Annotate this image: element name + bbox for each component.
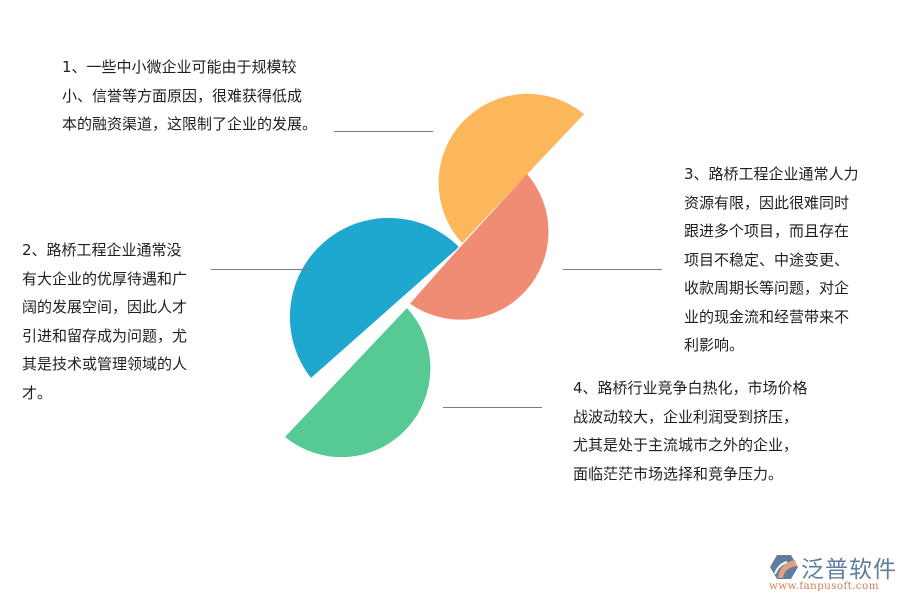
leader-line-1 <box>334 131 433 132</box>
text-block-2: 2、路桥工程企业通常没 有大企业的优厚待遇和广 阔的发展空间，因此人才 引进和留… <box>22 236 187 407</box>
text-line: 尤其是处于主流城市之外的企业， <box>573 436 799 454</box>
leader-line-3 <box>563 269 662 270</box>
text-line: 资源有限，因此很难同时 <box>684 193 850 212</box>
text-block-4: 4、路桥行业竞争白热化，市场价格 战波动较大，企业利润受到挤压， 尤其是处于主流… <box>573 374 808 488</box>
logo-hexagon-icon <box>770 555 798 579</box>
logo-url-text: www.fanpusoft.com <box>769 580 879 592</box>
text-line: 面临茫茫市场选择和竞争压力。 <box>573 464 784 483</box>
text-line: 业的现金流和经营带来不 <box>684 307 850 326</box>
logo-brand-text: 泛普软件 <box>801 557 897 583</box>
text-line: 本的融资渠道，这限制了企业的发展。 <box>62 115 318 133</box>
leader-line-2 <box>211 269 310 270</box>
brand-logo: 泛普软件 www.fanpusoft.com <box>765 548 897 594</box>
text-line: 阔的发展空间，因此人才 <box>22 298 188 316</box>
petal-salmon <box>409 174 549 320</box>
text-line: 才。 <box>22 383 53 402</box>
text-line: 战波动较大，企业利润受到挤压， <box>573 407 799 426</box>
petal-orange <box>438 93 584 244</box>
text-line: 收款周期长等问题，对企 <box>684 279 850 297</box>
petal-green <box>285 308 431 458</box>
text-line: 3、路桥工程企业通常人力 <box>684 165 859 183</box>
text-line: 2、路桥工程企业通常没 <box>22 241 182 259</box>
text-line: 项目不稳定、中途变更、 <box>684 250 850 269</box>
text-line: 有大企业的优厚待遇和广 <box>22 269 188 288</box>
text-line: 跟进多个项目，而且存在 <box>684 222 850 240</box>
petal-blue <box>289 217 459 378</box>
text-line: 引进和留存成为问题，尤 <box>22 326 188 345</box>
text-block-1: 1、一些中小微企业可能由于规模较 小、信誉等方面原因，很难获得低成 本的融资渠道… <box>62 53 317 139</box>
text-line: 其是技术或管理领域的人 <box>22 355 188 373</box>
text-line: 小、信誉等方面原因，很难获得低成 <box>62 86 303 105</box>
text-line: 4、路桥行业竞争白热化，市场价格 <box>573 379 808 397</box>
text-block-3: 3、路桥工程企业通常人力 资源有限，因此很难同时 跟进多个项目，而且存在 项目不… <box>684 160 859 360</box>
text-line: 利影响。 <box>684 336 745 354</box>
text-line: 1、一些中小微企业可能由于规模较 <box>62 58 297 76</box>
leader-line-4 <box>443 407 542 408</box>
